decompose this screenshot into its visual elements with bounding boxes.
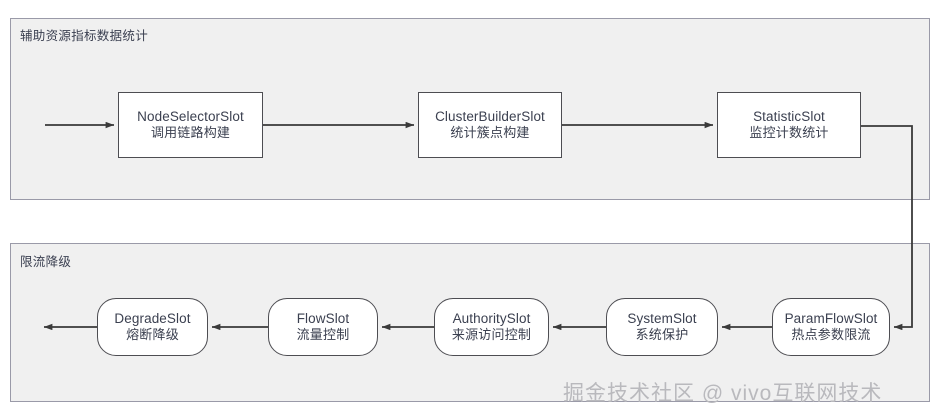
node-node-selector-slot[interactable]: NodeSelectorSlot 调用链路构建	[118, 92, 263, 158]
node-param-flow-slot[interactable]: ParamFlowSlot 热点参数限流	[772, 298, 890, 356]
node-cluster-builder-slot-name-cn: 统计簇点构建	[450, 125, 530, 141]
node-system-slot[interactable]: SystemSlot 系统保护	[606, 298, 718, 356]
node-degrade-slot[interactable]: DegradeSlot 熔断降级	[97, 298, 208, 356]
node-statistic-slot-name-en: StatisticSlot	[753, 108, 825, 124]
node-node-selector-slot-name-en: NodeSelectorSlot	[137, 108, 244, 124]
node-param-flow-slot-name-en: ParamFlowSlot	[784, 310, 878, 326]
node-param-flow-slot-name-cn: 热点参数限流	[791, 327, 871, 343]
node-node-selector-slot-name-cn: 调用链路构建	[150, 125, 231, 141]
watermark-text: 掘金技术社区 @ vivo互联网技术	[563, 382, 883, 405]
node-flow-slot-name-cn: 流量控制	[296, 327, 350, 343]
panel-flow-control-label: 限流降级	[20, 255, 72, 269]
node-authority-slot[interactable]: AuthoritySlot 来源访问控制	[434, 298, 549, 356]
node-degrade-slot-name-en: DegradeSlot	[114, 310, 191, 326]
node-statistic-slot-name-cn: 监控计数统计	[749, 125, 829, 141]
panel-metrics-label: 辅助资源指标数据统计	[20, 29, 149, 43]
node-authority-slot-name-en: AuthoritySlot	[452, 310, 531, 326]
node-statistic-slot[interactable]: StatisticSlot 监控计数统计	[717, 92, 861, 158]
node-cluster-builder-slot-name-en: ClusterBuilderSlot	[435, 108, 545, 124]
node-degrade-slot-name-cn: 熔断降级	[126, 327, 179, 343]
node-flow-slot-name-en: FlowSlot	[296, 310, 350, 326]
node-system-slot-name-en: SystemSlot	[627, 310, 697, 326]
node-system-slot-name-cn: 系统保护	[635, 327, 689, 343]
node-cluster-builder-slot[interactable]: ClusterBuilderSlot 统计簇点构建	[418, 92, 562, 158]
node-flow-slot[interactable]: FlowSlot 流量控制	[268, 298, 378, 356]
node-authority-slot-name-cn: 来源访问控制	[451, 327, 532, 343]
